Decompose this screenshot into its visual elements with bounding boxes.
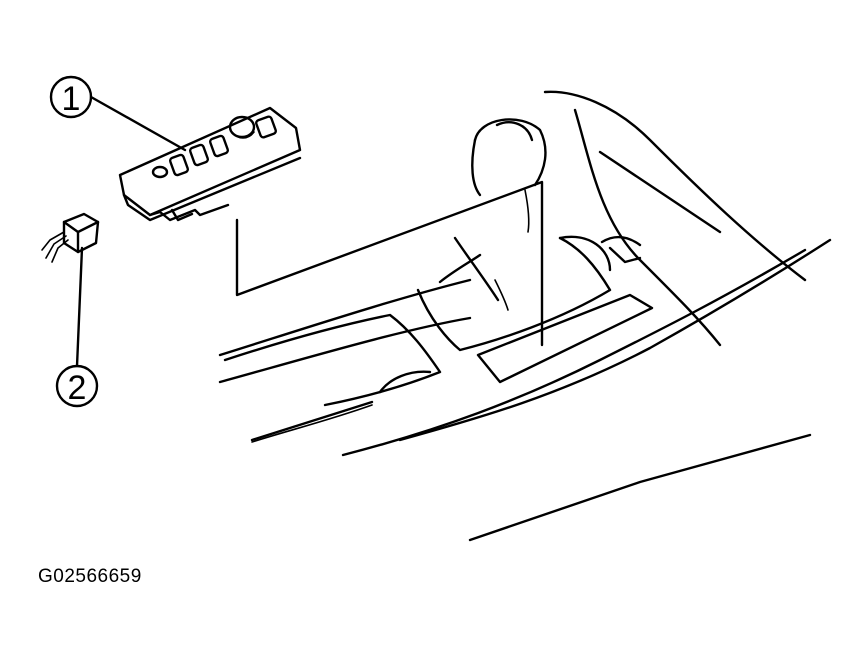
switch-button-4 [255,115,277,139]
switch-button-1 [168,153,190,177]
callout-1-number: 1 [62,80,81,118]
figure-id: G02566659 [38,566,142,587]
location-pointer-lines [235,180,544,347]
center-console [218,90,832,542]
connector [41,212,100,263]
switch-lock-button [151,165,169,179]
switch-button-2 [188,143,210,167]
callout-2: 2 [55,246,99,408]
window-switch [118,106,302,222]
callout-1: 1 [49,75,187,152]
callout-1-leader [89,95,187,152]
callout-2-leader [75,246,84,368]
mirror-knob [228,115,256,139]
callout-2-number: 2 [68,369,87,407]
switch-button-3 [208,134,230,158]
